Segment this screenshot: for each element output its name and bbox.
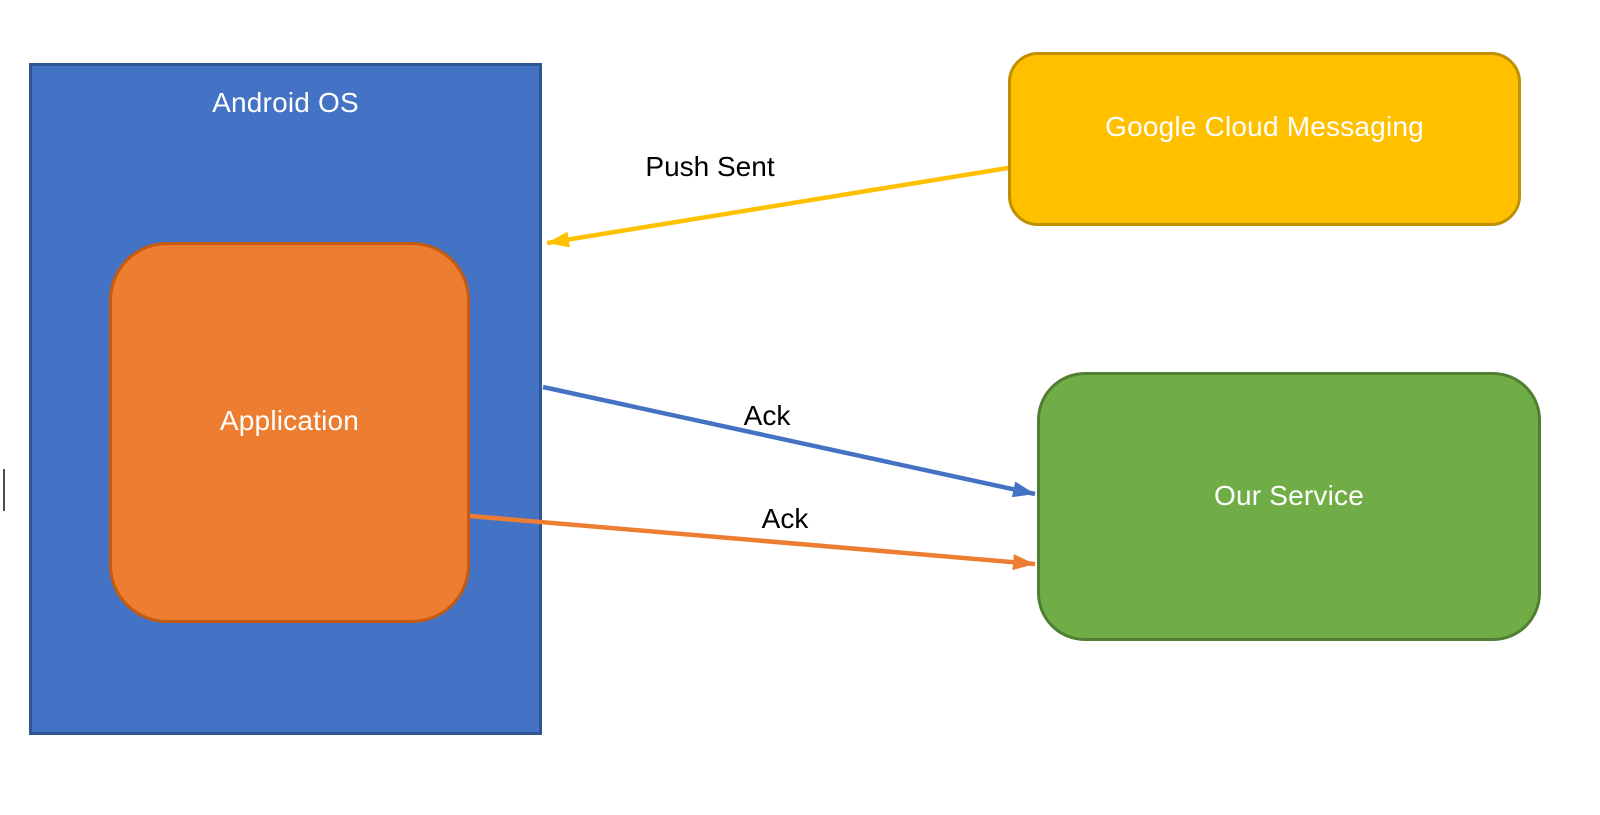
edge-ack-orange-label: Ack	[761, 503, 809, 534]
edge-push-sent-label: Push Sent	[645, 151, 775, 182]
node-application[interactable]: Application	[109, 242, 470, 623]
node-application-label: Application	[219, 404, 360, 436]
node-our-service[interactable]: Our Service	[1037, 372, 1541, 641]
node-android-os-label: Android OS	[212, 87, 359, 118]
edge-ack-orange-arrow[interactable]	[469, 513, 1036, 571]
edge-ack-blue-label: Ack	[743, 400, 791, 431]
node-google-cloud-messaging[interactable]: Google Cloud Messaging	[1008, 52, 1521, 226]
text-caret-artifact	[3, 469, 5, 511]
edge-ack-blue-arrow[interactable]	[542, 384, 1036, 498]
edge-push-sent-arrow[interactable]	[546, 165, 1009, 248]
node-google-cloud-messaging-label: Google Cloud Messaging	[1105, 111, 1424, 143]
node-our-service-label: Our Service	[1213, 479, 1365, 511]
